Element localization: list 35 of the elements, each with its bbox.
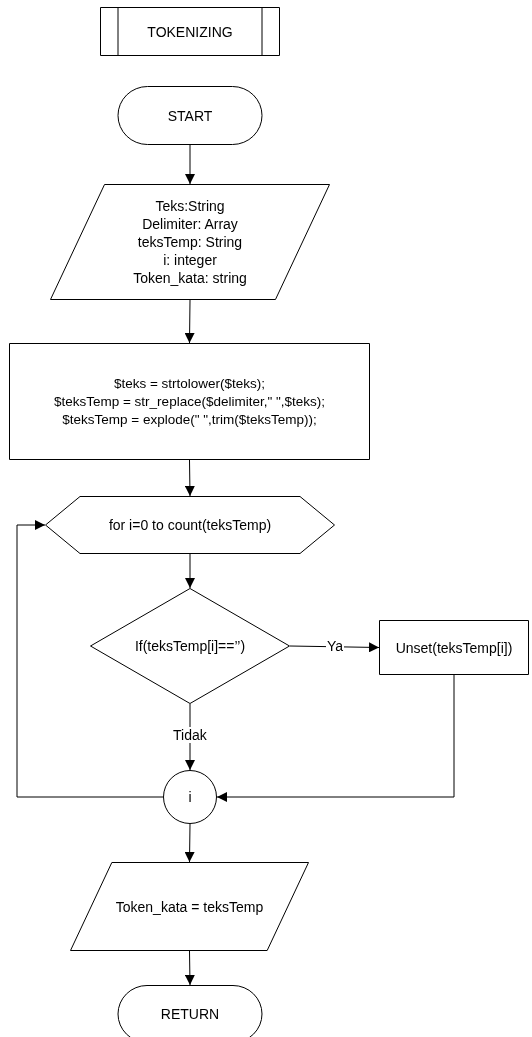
code-line: $teks = strtolower($teks); <box>113 374 266 393</box>
node-text: Token_kata = teksTemp <box>115 897 264 916</box>
code-line: $teksTemp = explode(" ",trim($teksTemp)); <box>62 410 317 429</box>
node-text: TOKENIZING <box>147 22 233 41</box>
decision-diamond <box>90 588 290 704</box>
node-text: Teks:String <box>155 197 225 215</box>
loop-hexagon <box>45 496 335 554</box>
code-line: $teksTemp = str_replace($delimiter," ",$teks); <box>53 392 326 411</box>
arrow <box>216 674 455 802</box>
node-text: If(teksTemp[i]==’’) <box>134 637 246 655</box>
process-box <box>379 620 529 675</box>
arrow <box>289 642 380 653</box>
node-text: Delimiter: Array <box>142 215 238 233</box>
output-parallelogram <box>70 862 309 951</box>
node-text: START <box>167 106 213 125</box>
input-parallelogram <box>50 184 330 300</box>
arrow <box>16 520 164 798</box>
arrow <box>184 823 195 863</box>
node-text: for i=0 to count(teksTemp) <box>108 516 272 534</box>
edge-label: Tidak <box>172 727 208 743</box>
subroutine-box <box>100 7 280 56</box>
connector-circle <box>163 770 217 824</box>
arrow <box>184 299 195 344</box>
node-text: Unset(teksTemp[i]) <box>395 638 513 657</box>
arrow <box>184 950 195 986</box>
node-text: i: integer <box>163 251 217 269</box>
node-text: i <box>188 788 192 806</box>
arrow <box>184 459 195 497</box>
node-text: teksTemp: String <box>137 233 243 251</box>
process-box <box>9 343 370 460</box>
node-text: RETURN <box>160 1005 220 1023</box>
edge-label: Ya <box>326 638 345 654</box>
node-text: Token_kata: string <box>133 269 247 287</box>
arrow <box>185 553 195 589</box>
arrow <box>185 144 195 185</box>
